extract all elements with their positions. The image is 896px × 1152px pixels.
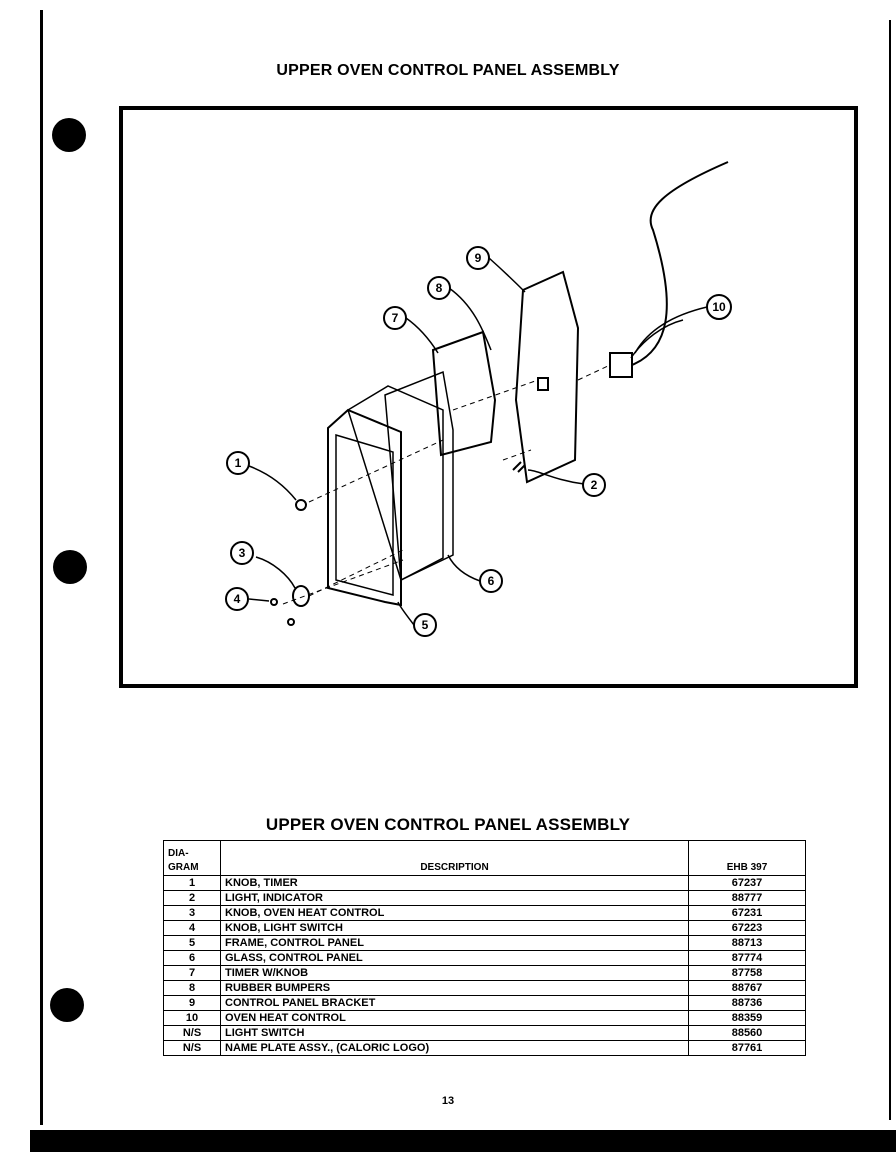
svg-text:9: 9 — [475, 251, 482, 265]
oven-heat-knob-drawing — [292, 585, 310, 607]
cell-part-number: 87774 — [688, 950, 806, 966]
cell-part-number: 88777 — [688, 890, 806, 906]
cell-diagram: 4 — [163, 920, 221, 936]
cell-part-number: 88359 — [688, 1010, 806, 1026]
callout-8: 8 — [427, 276, 451, 300]
cell-diagram: N/S — [163, 1025, 221, 1041]
cell-description: TIMER W/KNOB — [220, 965, 689, 981]
cell-diagram: 9 — [163, 995, 221, 1011]
cell-description: LIGHT, INDICATOR — [220, 890, 689, 906]
cell-part-number: 67237 — [688, 875, 806, 891]
cell-description: FRAME, CONTROL PANEL — [220, 935, 689, 951]
callout-10: 10 — [706, 294, 732, 320]
callout-1: 1 — [226, 451, 250, 475]
cell-description: GLASS, CONTROL PANEL — [220, 950, 689, 966]
cell-part-number: 87761 — [688, 1040, 806, 1056]
binder-hole-middle — [53, 550, 87, 584]
cell-part-number: 88713 — [688, 935, 806, 951]
control-panel-frame-drawing — [327, 408, 402, 607]
callout-6: 6 — [479, 569, 503, 593]
left-margin-rule — [40, 10, 43, 1125]
svg-text:2: 2 — [591, 478, 598, 492]
control-panel-glass-drawing — [384, 370, 454, 582]
cell-description: RUBBER BUMPERS — [220, 980, 689, 996]
cell-description: CONTROL PANEL BRACKET — [220, 995, 689, 1011]
indicator-light-drawing — [512, 461, 526, 473]
cell-diagram: 1 — [163, 875, 221, 891]
binder-hole-bottom — [50, 988, 84, 1022]
svg-text:6: 6 — [488, 574, 495, 588]
cell-description: OVEN HEAT CONTROL — [220, 1010, 689, 1026]
cell-part-number: 88560 — [688, 1025, 806, 1041]
page-number: 13 — [441, 1095, 455, 1107]
callout-3: 3 — [230, 541, 254, 565]
cell-description: LIGHT SWITCH — [220, 1025, 689, 1041]
svg-text:3: 3 — [239, 546, 246, 560]
svg-text:7: 7 — [392, 311, 399, 325]
cell-diagram: 3 — [163, 905, 221, 921]
header-diagram: DIA- GRAM — [163, 840, 221, 876]
binder-hole-top — [52, 118, 86, 152]
table-title: UPPER OVEN CONTROL PANEL ASSEMBLY — [265, 815, 631, 834]
exploded-diagram-frame: 1 2 3 4 5 6 7 — [119, 106, 858, 688]
cell-part-number: 88767 — [688, 980, 806, 996]
exploded-diagram: 1 2 3 4 5 6 7 — [225, 161, 732, 637]
cell-diagram: 10 — [163, 1010, 221, 1026]
cell-description: NAME PLATE ASSY., (CALORIC LOGO) — [220, 1040, 689, 1056]
timer-drawing — [431, 330, 497, 457]
header-description: DESCRIPTION — [220, 840, 689, 876]
table-header-row: DIA- GRAM DESCRIPTION EHB 397 — [163, 840, 806, 876]
svg-text:5: 5 — [422, 618, 429, 632]
cell-part-number: 67231 — [688, 905, 806, 921]
page-title: UPPER OVEN CONTROL PANEL ASSEMBLY — [276, 62, 620, 79]
cell-diagram: 6 — [163, 950, 221, 966]
cell-part-number: 87758 — [688, 965, 806, 981]
cell-description: KNOB, TIMER — [220, 875, 689, 891]
cell-diagram: 2 — [163, 890, 221, 906]
cell-diagram: 8 — [163, 980, 221, 996]
callout-2: 2 — [582, 473, 606, 497]
oven-heat-control-drawing — [609, 352, 633, 378]
callout-5: 5 — [413, 613, 437, 637]
control-panel-bracket-drawing — [514, 270, 580, 484]
timer-knob-drawing — [295, 499, 307, 511]
callout-9: 9 — [466, 246, 490, 270]
cell-part-number: 67223 — [688, 920, 806, 936]
svg-text:8: 8 — [436, 281, 443, 295]
right-edge-rule — [889, 20, 891, 1120]
light-switch-knob-drawing — [270, 598, 278, 606]
cell-part-number: 88736 — [688, 995, 806, 1011]
cell-description: KNOB, LIGHT SWITCH — [220, 920, 689, 936]
svg-text:4: 4 — [234, 592, 241, 606]
callout-4: 4 — [225, 587, 249, 611]
header-part-number: EHB 397 — [688, 840, 806, 876]
svg-text:1: 1 — [235, 456, 242, 470]
scan-bottom-edge — [30, 1130, 896, 1152]
callout-7: 7 — [383, 306, 407, 330]
cell-description: KNOB, OVEN HEAT CONTROL — [220, 905, 689, 921]
cell-diagram: N/S — [163, 1040, 221, 1056]
cell-diagram: 7 — [163, 965, 221, 981]
cell-diagram: 5 — [163, 935, 221, 951]
svg-text:10: 10 — [712, 300, 726, 314]
